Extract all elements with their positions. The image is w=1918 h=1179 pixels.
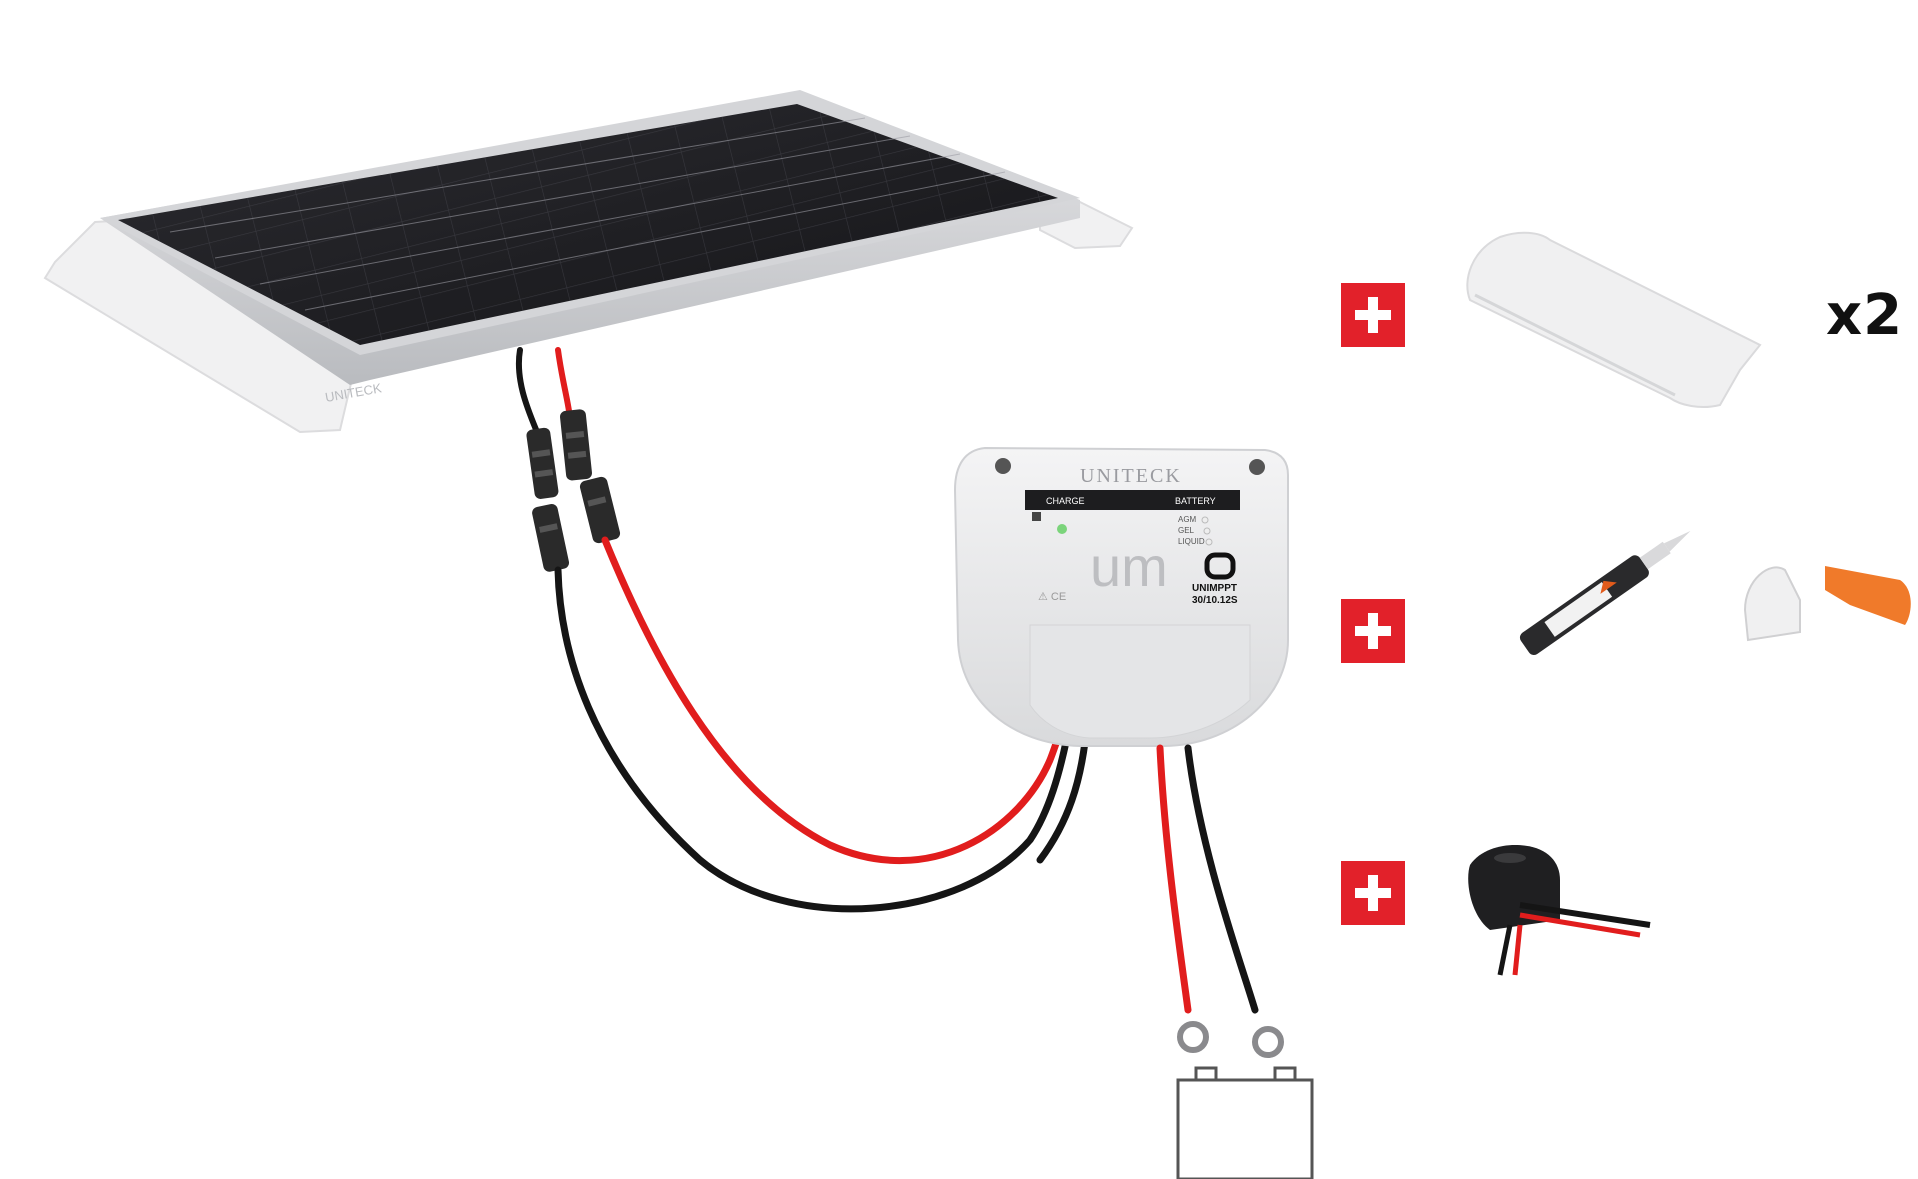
addon-spoiler-bracket	[1466, 231, 1762, 408]
controller-input-cables	[554, 536, 1089, 913]
ring-terminals	[1177, 1021, 1284, 1058]
controller-header-left: CHARGE	[1046, 496, 1085, 506]
charge-controller: UNITECK CHARGE BATTERY AGM GEL LIQUID um…	[953, 446, 1289, 747]
addon-roof-cable-gland	[1468, 845, 1651, 976]
svg-text:⚠ CE: ⚠ CE	[1038, 591, 1066, 603]
controller-logo-mark: um	[1090, 535, 1168, 598]
battery-type-gel: GEL	[1178, 526, 1195, 535]
battery-type-liquid: LIQUID	[1178, 537, 1205, 546]
battery-cables	[1156, 744, 1259, 1014]
addon-cable-entry-clip	[1743, 566, 1911, 642]
controller-brand: UNITECK	[1080, 465, 1182, 487]
mc4-connectors	[526, 409, 621, 572]
controller-header-right: BATTERY	[1175, 496, 1216, 506]
battery-icon	[1176, 1066, 1314, 1179]
plus-icon-sealant	[1341, 599, 1405, 663]
plus-icon-spoiler	[1341, 283, 1405, 347]
addon-sealant-tube	[1519, 530, 1691, 655]
plus-icon-gland	[1341, 861, 1405, 925]
controller-rating: 30/10.12S	[1192, 595, 1238, 606]
solar-panel: UNITECK	[43, 90, 1134, 434]
controller-model: UNIMPPT	[1192, 583, 1237, 594]
spoiler-quantity-label: x2	[1826, 283, 1904, 348]
battery-type-agm: AGM	[1178, 515, 1197, 524]
